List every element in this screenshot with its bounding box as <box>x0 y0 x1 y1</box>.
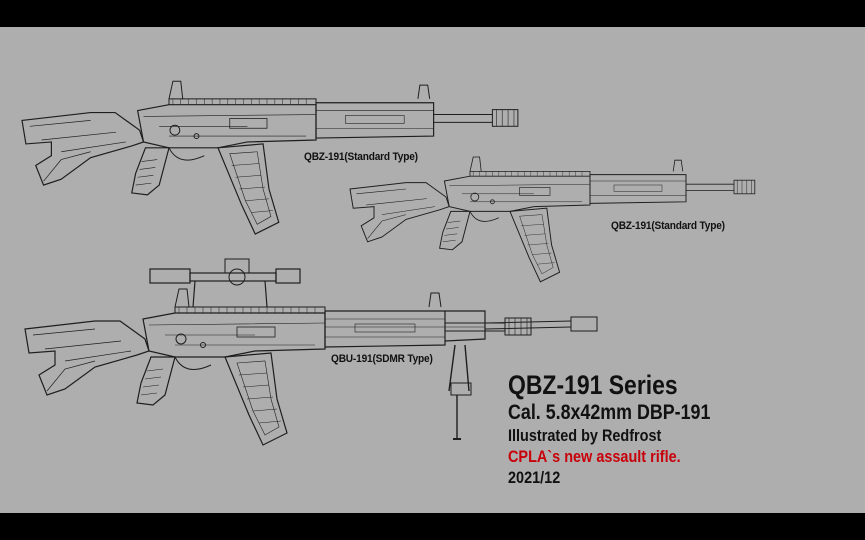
rifle-1-illustration <box>21 80 519 235</box>
title-block: QBZ-191 Series Cal. 5.8x42mm DBP-191 Ill… <box>508 370 746 488</box>
letterbox-bottom <box>0 513 865 540</box>
date-text: 2021/12 <box>508 468 561 487</box>
rifle-2-label: QBZ-191(Standard Type) <box>611 220 725 232</box>
credit-text: Illustrated by Redfrost <box>508 426 662 445</box>
series-title: QBZ-191 Series <box>508 370 678 400</box>
rifle-1-label: QBZ-191(Standard Type) <box>304 151 418 163</box>
illustration-canvas: QBZ-191(Standard Type) QBZ-191(Standard … <box>0 27 865 513</box>
rifle-3-label: QBU-191(SDMR Type) <box>331 353 433 365</box>
letterbox-top <box>0 0 865 27</box>
rifle-3-illustration <box>24 258 598 446</box>
caliber-text: Cal. 5.8x42mm DBP-191 <box>508 401 711 424</box>
note-text: CPLA`s new assault rifle. <box>508 447 681 466</box>
